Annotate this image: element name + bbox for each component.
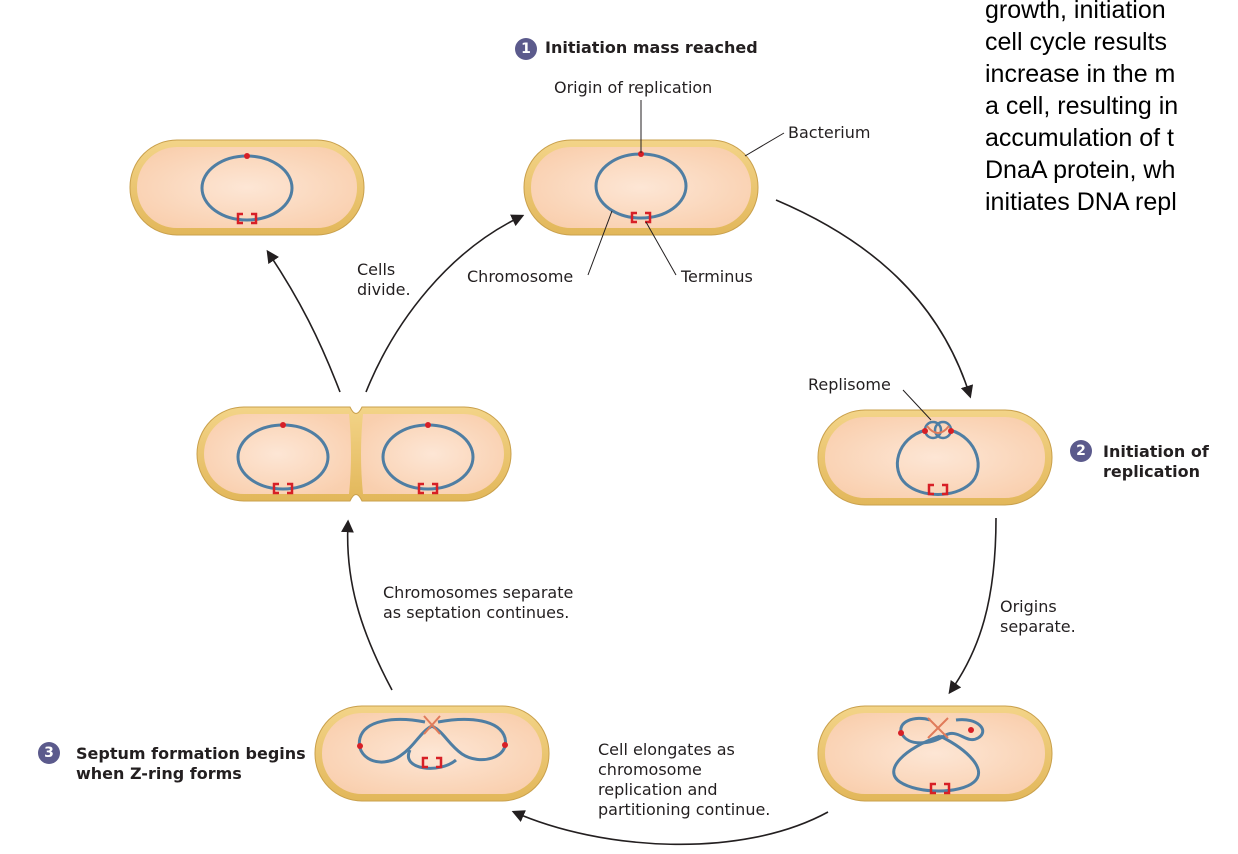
step-2-badge: 2	[1070, 440, 1092, 462]
origins-separate-label: Origins separate.	[1000, 597, 1076, 637]
cell-dividing	[196, 406, 512, 502]
side-text: growth, initiation cell cycle results in…	[985, 0, 1178, 218]
terminus-label: Terminus	[681, 267, 753, 286]
side-text-line: initiates DNA repl	[985, 188, 1177, 216]
side-text-line: accumulation of t	[985, 124, 1174, 152]
chromosome	[895, 428, 980, 496]
step-1-heading: 1 Initiation mass reached	[515, 38, 758, 60]
terminus-mark	[236, 212, 258, 225]
cell-cytoplasm	[825, 713, 1045, 794]
terminus-mark	[929, 782, 951, 795]
terminus-leader-line	[645, 221, 677, 276]
origin-dot	[948, 428, 954, 434]
step-2-label: Initiation of replication	[1103, 442, 1209, 482]
replisome-label: Replisome	[808, 375, 891, 394]
cell-elongates-label: Cell elongates as chromosome replication…	[598, 740, 770, 820]
cell-cytoplasm	[137, 147, 357, 228]
replisome-fork	[926, 425, 950, 434]
bacterium-label: Bacterium	[788, 123, 871, 142]
step-3-label-line1: Septum formation begins	[76, 744, 306, 763]
side-text-line: growth, initiation	[985, 0, 1166, 24]
origin-dot	[968, 727, 974, 733]
chromosomes-separate-line1: Chromosomes separate	[383, 583, 574, 602]
origins-separate-line2: separate.	[1000, 617, 1076, 636]
terminus-mark	[417, 482, 439, 495]
chromosome-label: Chromosome	[467, 267, 574, 286]
cells-divide-line2: divide.	[357, 280, 411, 299]
replisome-leader-line	[902, 389, 932, 421]
bacterium-leader-line	[744, 132, 785, 157]
arrow-dividing-to-top-center	[365, 214, 525, 393]
cell-cytoplasm	[322, 713, 542, 794]
chromosomes-separate-line2: as septation continues.	[383, 603, 570, 622]
arrow-bottom-left-to-dividing	[341, 519, 393, 691]
chromosome-loop-upper	[899, 716, 985, 745]
origin-dot	[244, 153, 250, 159]
terminus-mark	[421, 756, 443, 769]
replisome-fork	[927, 717, 949, 739]
cell-bottom-left	[314, 705, 550, 802]
cell-top-left	[129, 139, 365, 236]
cell-cytoplasm	[825, 417, 1045, 498]
cell-elongates-line2: chromosome	[598, 760, 702, 779]
cells-divide-label: Cells divide.	[357, 260, 411, 300]
side-text-line: a cell, resulting in	[985, 92, 1179, 120]
chromosome-loop-lower	[892, 734, 981, 793]
origin-dot	[502, 742, 508, 748]
arrow-top-center-to-right	[775, 199, 974, 399]
cell-bottom-right	[817, 705, 1053, 802]
cell-top-center	[523, 100, 785, 276]
arrow-bottom-right-to-bottom-left	[511, 810, 829, 846]
step-3-label: Septum formation begins when Z-ring form…	[76, 744, 306, 784]
arrow-dividing-to-top-left	[266, 249, 341, 393]
step-3-badge-wrap: 3	[38, 742, 68, 764]
origin-dot	[922, 428, 928, 434]
cell-right-replication	[817, 389, 1053, 506]
side-text-line: cell cycle results	[985, 28, 1167, 56]
step-1-badge: 1	[515, 38, 537, 60]
origins-separate-line1: Origins	[1000, 597, 1057, 616]
cell-elongates-line1: Cell elongates as	[598, 740, 735, 759]
arrow-right-to-bottom-right	[948, 517, 997, 695]
terminus-mark	[927, 483, 949, 496]
terminus-mark	[272, 482, 294, 495]
side-text-line: DnaA protein, wh	[985, 156, 1176, 184]
terminus-mark	[630, 211, 652, 224]
step-1-label: Initiation mass reached	[545, 38, 758, 57]
replisome-fork	[423, 715, 441, 735]
chromosome-leader-line	[587, 210, 613, 276]
origin-dot	[638, 151, 644, 157]
step-2-badge-wrap: 2	[1070, 440, 1100, 462]
step-2-label-line1: Initiation of	[1103, 442, 1209, 461]
origin-dot	[357, 743, 363, 749]
cells-divide-line1: Cells	[357, 260, 396, 279]
chromosome-arm-right	[431, 717, 507, 762]
side-text-line: increase in the m	[985, 60, 1176, 88]
chromosomes-separate-label: Chromosomes separate as septation contin…	[383, 583, 573, 623]
step-2-label-line2: replication	[1103, 462, 1200, 481]
step-3-badge: 3	[38, 742, 60, 764]
cell-cytoplasm	[531, 147, 751, 228]
origin-label: Origin of replication	[554, 78, 713, 97]
cell-elongates-line3: replication and	[598, 780, 718, 799]
origin-dot	[425, 422, 431, 428]
chromosome-arm-left	[357, 717, 433, 764]
origin-dot	[898, 730, 904, 736]
cell-elongates-line4: partitioning continue.	[598, 800, 771, 819]
step-3-label-line2: when Z-ring forms	[76, 764, 242, 783]
origin-dot	[280, 422, 286, 428]
